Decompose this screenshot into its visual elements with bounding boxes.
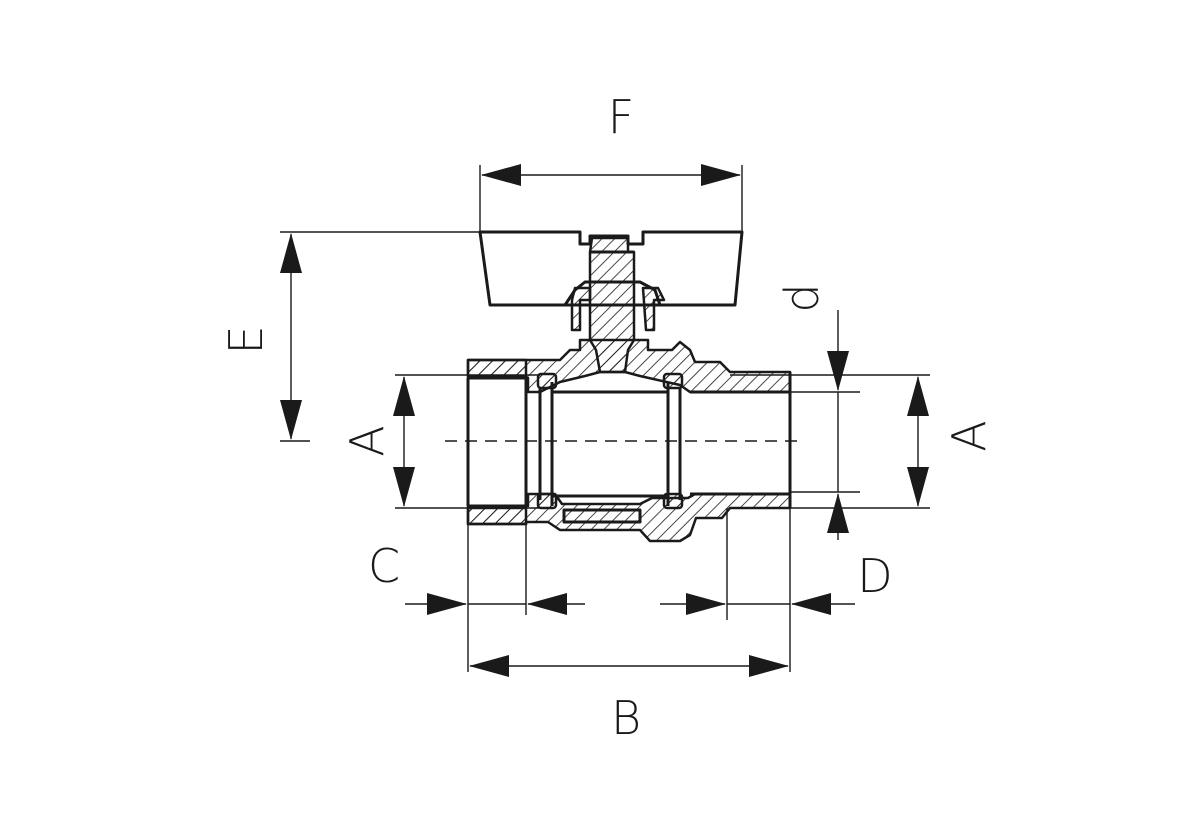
dimension-E: E	[219, 231, 480, 442]
label-F: F	[608, 90, 634, 144]
dimension-D: D	[660, 508, 893, 672]
label-A-right: A	[942, 420, 996, 451]
dimension-B: B	[469, 655, 789, 745]
dimension-F: F	[479, 90, 743, 232]
label-E: E	[219, 325, 273, 354]
valve-ball	[536, 372, 684, 524]
label-B: B	[611, 691, 641, 745]
dimension-d: d	[775, 283, 860, 540]
label-D: D	[857, 549, 892, 603]
dimension-C: C	[368, 524, 585, 672]
dimension-A-left: A	[340, 374, 540, 509]
label-d: d	[775, 283, 829, 312]
label-C: C	[368, 539, 400, 593]
label-A-left: A	[340, 425, 394, 456]
